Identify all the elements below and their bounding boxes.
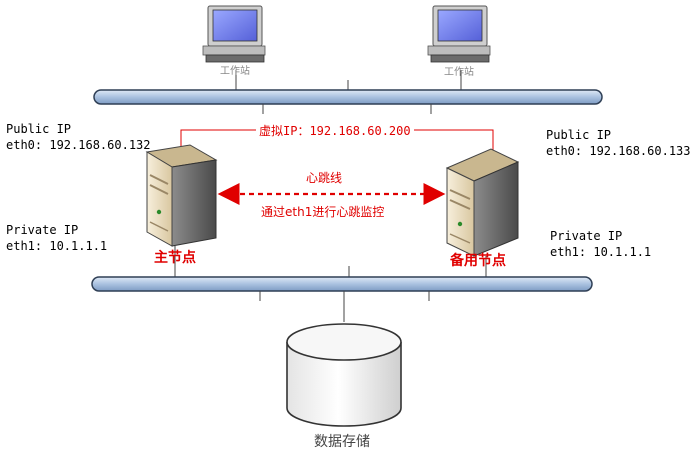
primary-private-title: Private IP	[6, 223, 79, 237]
private-network-bus	[91, 276, 593, 292]
primary-private-ip: eth1: 10.1.1.1	[6, 239, 108, 253]
workstation-left-icon	[202, 5, 266, 63]
workstation-left-label: 工作站	[220, 66, 250, 77]
backup-public-ip: eth0: 192.168.60.133	[546, 144, 691, 158]
primary-public-ip: eth0: 192.168.60.132	[6, 138, 151, 152]
workstation-right-icon	[427, 5, 491, 63]
virtual-ip-label: 虚拟IP：192.168.60.200	[256, 122, 414, 139]
backup-public-title: Public IP	[546, 128, 612, 142]
storage-label: 数据存储	[314, 434, 370, 450]
primary-node-name: 主节点	[154, 250, 196, 266]
primary-public-title: Public IP	[6, 122, 72, 136]
backup-server-icon	[445, 148, 520, 257]
backup-private-ip: eth1: 10.1.1.1	[550, 245, 652, 259]
storage-cylinder-icon	[286, 323, 402, 427]
heartbeat-description: 通过eth1进行心跳监控	[261, 205, 385, 219]
primary-server-icon	[145, 144, 218, 247]
backup-node-name: 备用节点	[450, 253, 506, 269]
public-network-bus	[93, 89, 603, 105]
heartbeat-title: 心跳线	[306, 171, 343, 185]
workstation-right-label: 工作站	[444, 67, 474, 78]
backup-private-title: Private IP	[550, 229, 623, 243]
